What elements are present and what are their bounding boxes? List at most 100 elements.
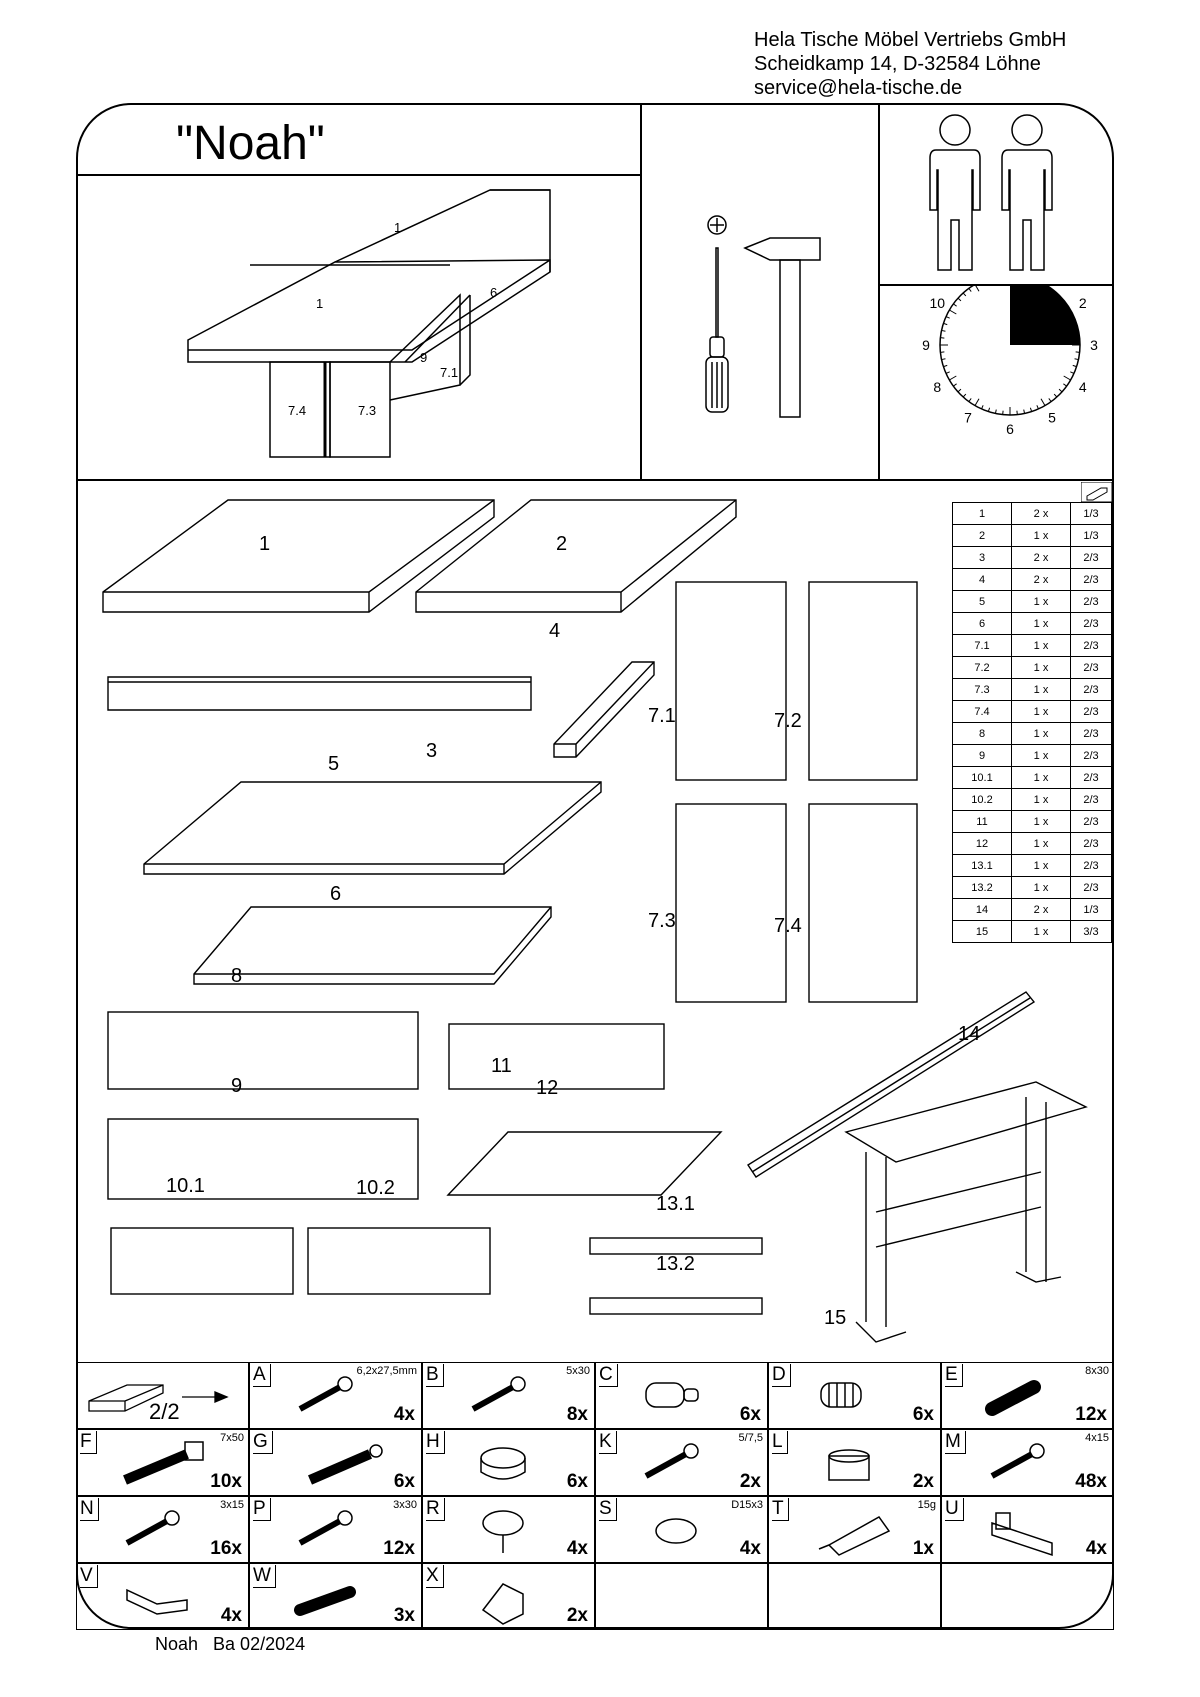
part-qty: 2 x [1011, 568, 1071, 591]
hardware-empty-cell [595, 1563, 768, 1630]
cam-housing-icon [809, 1436, 909, 1494]
clock-tick [941, 329, 946, 332]
part-number: 6 [952, 612, 1012, 635]
part-number: 9 [952, 744, 1012, 767]
part-number: 7.2 [952, 656, 1012, 679]
clock-tick [1058, 297, 1063, 302]
clock-tick [945, 371, 950, 374]
part-qty: 1 x [1011, 656, 1071, 679]
hardware-qty: 4x [220, 1605, 242, 1626]
part-box: 2/3 [1070, 810, 1112, 833]
clock-tick [968, 398, 972, 402]
hardware-size: 5/7,5 [738, 1432, 763, 1444]
hardware-letter: H [426, 1431, 445, 1454]
hardware-letter: P [253, 1498, 271, 1521]
hardware-letter: K [599, 1431, 617, 1454]
clock-tick [953, 303, 957, 307]
anchor-screw-icon [290, 1436, 390, 1494]
clock-tick [1072, 364, 1077, 368]
hardware-letter: L [772, 1431, 788, 1454]
part-qty: 1 x [1011, 920, 1071, 943]
hardware-box-cell: 2/2 [76, 1362, 249, 1429]
clock-tick [1053, 292, 1058, 297]
part-7-2-shape [808, 581, 918, 781]
clock-tick [1074, 329, 1079, 332]
company-email: service@hela-tische.de [754, 77, 963, 99]
divider-vertical-1 [640, 103, 642, 480]
part-box: 2/3 [1070, 854, 1112, 877]
hardware-size: 3x30 [393, 1499, 417, 1511]
hardware-qty: 12x [1075, 1404, 1107, 1425]
part-11-shape [448, 1023, 665, 1090]
part-box: 2/3 [1070, 546, 1112, 569]
product-title: "Noah" [176, 117, 325, 170]
part-12-shape [446, 1131, 723, 1196]
hardware-letter: S [599, 1498, 617, 1521]
part-4-shape [553, 661, 655, 758]
assembled-label-7-4: 7.4 [288, 403, 306, 418]
part-number: 14 [952, 898, 1012, 921]
hardware-size: 5x30 [566, 1365, 590, 1377]
part-3-shape [107, 676, 532, 711]
clock-tick [1048, 288, 1052, 292]
part-qty: 1 x [1011, 766, 1071, 789]
clock-tick [1072, 322, 1077, 326]
hardware-empty-cell [768, 1563, 941, 1630]
part-box: 1/3 [1070, 898, 1112, 921]
hardware-size: 7x50 [220, 1432, 244, 1444]
connector-bolt-icon [636, 1369, 736, 1427]
part-box: 2/3 [1070, 634, 1112, 657]
part-5-shape [143, 781, 602, 875]
hardware-qty: 6x [912, 1404, 934, 1425]
clock-tick [1053, 393, 1058, 398]
assembled-label-6: 6 [490, 285, 497, 300]
part-qty: 1 x [1011, 612, 1071, 635]
corner-bracket-icon [463, 1570, 563, 1628]
part-number: 1 [952, 502, 1012, 525]
assembly-time-clock-icon: 01234567891011 [922, 285, 1098, 437]
part-14-shape [747, 991, 1036, 1178]
part-qty: 1 x [1011, 810, 1071, 833]
clock-number: 4 [1079, 379, 1087, 395]
clock-tick [941, 358, 946, 361]
part-box: 2/3 [1070, 590, 1112, 613]
clock-tick [962, 393, 967, 398]
part-box: 2/3 [1070, 788, 1112, 811]
part-qty: 1 x [1011, 788, 1071, 811]
part-8-shape [107, 1011, 419, 1090]
clock-tick [945, 316, 950, 319]
cam-lock-icon [463, 1436, 563, 1494]
clock-number: 7 [964, 410, 972, 426]
company-address: Scheidkamp 14, D-32584 Löhne [754, 53, 1041, 75]
part-label-3: 3 [426, 740, 437, 762]
assembled-label-7-3: 7.3 [358, 403, 376, 418]
clock-number: 8 [933, 379, 941, 395]
part-box: 2/3 [1070, 656, 1112, 679]
part-15-shape [844, 1081, 1088, 1343]
clock-number: 3 [1090, 337, 1098, 353]
part-9-shape [107, 1118, 419, 1200]
part-label-8: 8 [231, 965, 242, 987]
clock-tick [968, 288, 972, 292]
hardware-size: 15g [917, 1499, 936, 1511]
part-qty: 1 x [1011, 590, 1071, 613]
